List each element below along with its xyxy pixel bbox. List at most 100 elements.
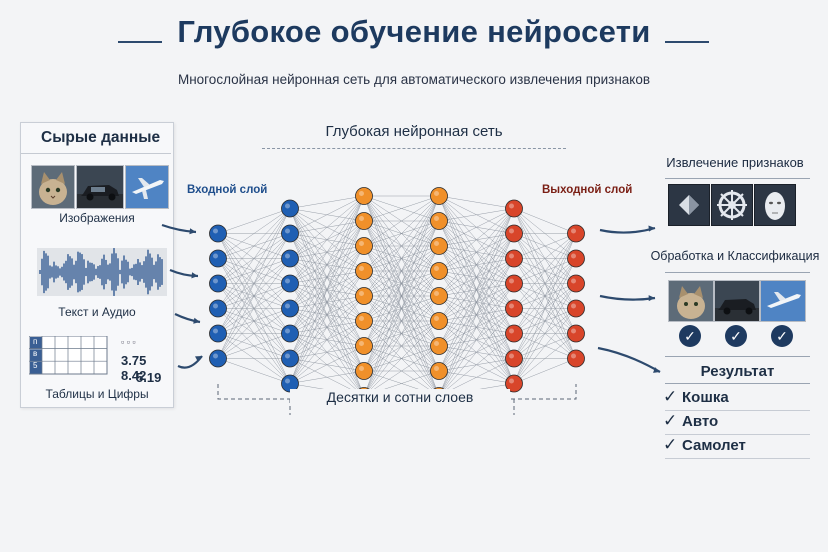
neuron-highlight: [285, 228, 290, 234]
neuron-node: [430, 312, 448, 330]
neuron-highlight: [285, 203, 290, 209]
arrow-icon-head: [653, 367, 660, 373]
neuron-highlight: [285, 328, 290, 334]
neuron-highlight: [434, 316, 439, 321]
check-icon: ✓: [771, 325, 793, 347]
result-item-rule: [665, 410, 810, 411]
result-rule-bottom: [665, 383, 810, 384]
raw-data-heading-rule: [21, 153, 171, 154]
neuron-node: [355, 362, 373, 380]
result-airplane-glyph: [761, 281, 805, 321]
neuron-highlight: [359, 341, 364, 346]
neuron-node: [209, 324, 227, 343]
neuron-node: [281, 299, 299, 318]
table-header-cell: [30, 349, 42, 362]
neuron-highlight: [434, 216, 439, 221]
neuron-highlight: [213, 353, 218, 359]
connection-line: [438, 208, 515, 297]
arrow-icon-head: [191, 272, 198, 279]
features-heading: Извлечение признаков: [666, 155, 804, 170]
neuron-highlight: [571, 228, 576, 234]
result-heading: Результат: [700, 363, 775, 380]
check-icon: ✓: [679, 325, 701, 347]
arrow-icon-head: [648, 225, 655, 232]
face-glyph: [765, 192, 785, 220]
neuron-node: [430, 262, 448, 280]
neuron-highlight: [213, 328, 218, 334]
connection-line: [513, 258, 577, 384]
neuron-node: [430, 337, 448, 355]
neuron-node: [430, 287, 448, 305]
table-cell-3: 5: [33, 361, 38, 370]
neuron-node: [430, 187, 448, 205]
connection-line: [363, 295, 440, 397]
connection-line: [363, 195, 440, 322]
neuron-node: [281, 199, 299, 218]
data-table-icon: [28, 335, 109, 381]
connection-line: [513, 283, 577, 384]
neuron-highlight: [509, 378, 514, 384]
diamond-icon: [668, 184, 710, 226]
diamond-glyph: [679, 195, 699, 215]
classification-rule: [665, 272, 810, 273]
result-airplane-photo: [760, 280, 806, 322]
connection-line: [513, 208, 577, 234]
neuron-node: [209, 349, 227, 368]
waveform-icon: [39, 248, 163, 296]
result-item-rule: [665, 434, 810, 435]
connection-line: [289, 195, 365, 384]
neuron-node: [567, 274, 585, 293]
table-header-cell: [30, 361, 42, 374]
connection-line: [513, 358, 577, 384]
neuron-highlight: [359, 216, 364, 221]
connection-line: [438, 333, 515, 397]
neuron-highlight: [359, 366, 364, 371]
tables-caption: Таблицы и Цифры: [45, 387, 149, 401]
connection-line: [289, 195, 365, 309]
connection-line: [217, 208, 291, 334]
connection-line: [438, 208, 515, 222]
connection-line: [289, 345, 365, 384]
connection-line: [513, 233, 577, 259]
neuron-node: [355, 337, 373, 355]
connection-line: [438, 283, 515, 397]
connection-line: [363, 195, 440, 272]
audio-waveform: [37, 248, 167, 296]
connection-line: [289, 295, 365, 384]
neuron-node: [355, 287, 373, 305]
connection-line: [289, 195, 365, 209]
neuron-highlight: [285, 253, 290, 259]
connection-line: [513, 333, 577, 384]
audio-caption: Текст и Аудио: [58, 305, 136, 319]
connection-line: [289, 220, 365, 384]
page-subtitle: Многослойная нейронная сеть для автомати…: [177, 72, 651, 87]
neuron-node: [355, 312, 373, 330]
neuron-highlight: [359, 291, 364, 296]
neuron-node: [430, 362, 448, 380]
neuron-highlight: [285, 353, 290, 359]
connection-line: [289, 195, 365, 234]
result-car-glyph: [715, 281, 759, 321]
arrow-icon: [599, 226, 656, 234]
connection-line: [217, 283, 291, 359]
cat-photo-icon: [32, 166, 74, 208]
neuron-highlight: [359, 191, 364, 196]
neuron-node: [355, 237, 373, 255]
numbers-line-2: 5.19: [136, 370, 162, 385]
neuron-node: [505, 199, 523, 218]
airplane-photo: [125, 165, 169, 209]
arrow-icon-head: [189, 228, 196, 235]
neuron-highlight: [434, 241, 439, 246]
connection-line: [217, 208, 291, 309]
neuron-node: [505, 349, 523, 368]
table-grid-icon: [28, 335, 108, 375]
car-photo-icon: [77, 166, 123, 208]
neuron-highlight: [571, 303, 576, 309]
neuron-node: [505, 249, 523, 268]
gear-glyph: [717, 190, 747, 220]
neuron-node: [209, 274, 227, 293]
connection-line: [217, 208, 291, 259]
neuron-node: [281, 349, 299, 368]
mini-toolbar-icons: ▫ ▫ ▫: [121, 337, 136, 347]
